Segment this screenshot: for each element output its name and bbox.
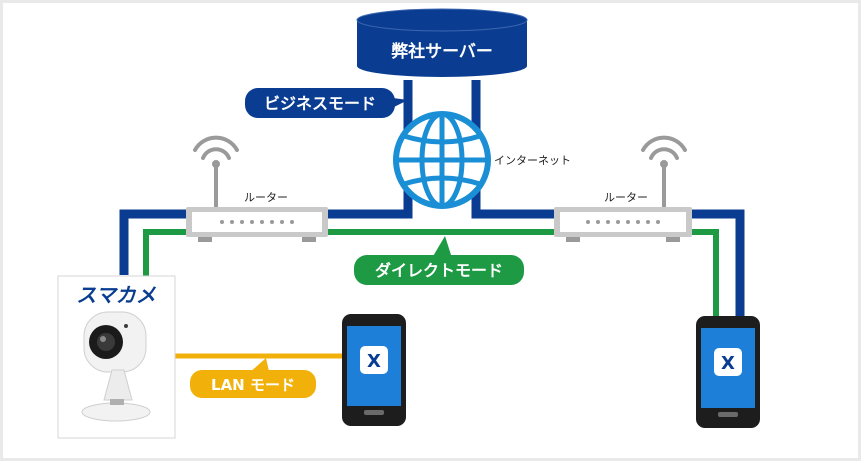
- direct-mode-label: ダイレクトモード: [375, 261, 503, 280]
- business-mode-badge: ビジネスモード: [245, 88, 408, 118]
- camera-card: スマカメ: [57, 275, 176, 439]
- direct-mode-lines: [143, 229, 719, 318]
- company-server: 弊社サーバー: [356, 8, 528, 77]
- lan-mode-label: LAN モード: [211, 376, 295, 394]
- business-mode-lines: [119, 80, 745, 316]
- lan-mode-badge: LAN モード: [190, 358, 316, 398]
- wifi-icon: [641, 135, 687, 212]
- internet-globe-icon: [393, 111, 491, 209]
- router-left-label: ルーター: [244, 191, 288, 204]
- wifi-icon: [193, 135, 239, 212]
- smartphone-lan: X: [342, 314, 406, 426]
- direct-mode-badge: ダイレクトモード: [354, 236, 524, 285]
- smartphone-right: X: [696, 316, 760, 428]
- brand-logo: スマカメ: [76, 283, 156, 307]
- camera-icon: [81, 311, 151, 422]
- server-label: 弊社サーバー: [391, 41, 493, 62]
- svg-text:X: X: [721, 353, 735, 374]
- router-left: [186, 135, 328, 242]
- network-diagram: 弊社サーバー インターネット ルーター: [3, 3, 858, 458]
- svg-text:X: X: [367, 351, 381, 372]
- router-right: [554, 135, 692, 242]
- router-right-label: ルーター: [604, 191, 648, 204]
- internet-label: インターネット: [494, 154, 571, 167]
- business-mode-label: ビジネスモード: [264, 94, 376, 113]
